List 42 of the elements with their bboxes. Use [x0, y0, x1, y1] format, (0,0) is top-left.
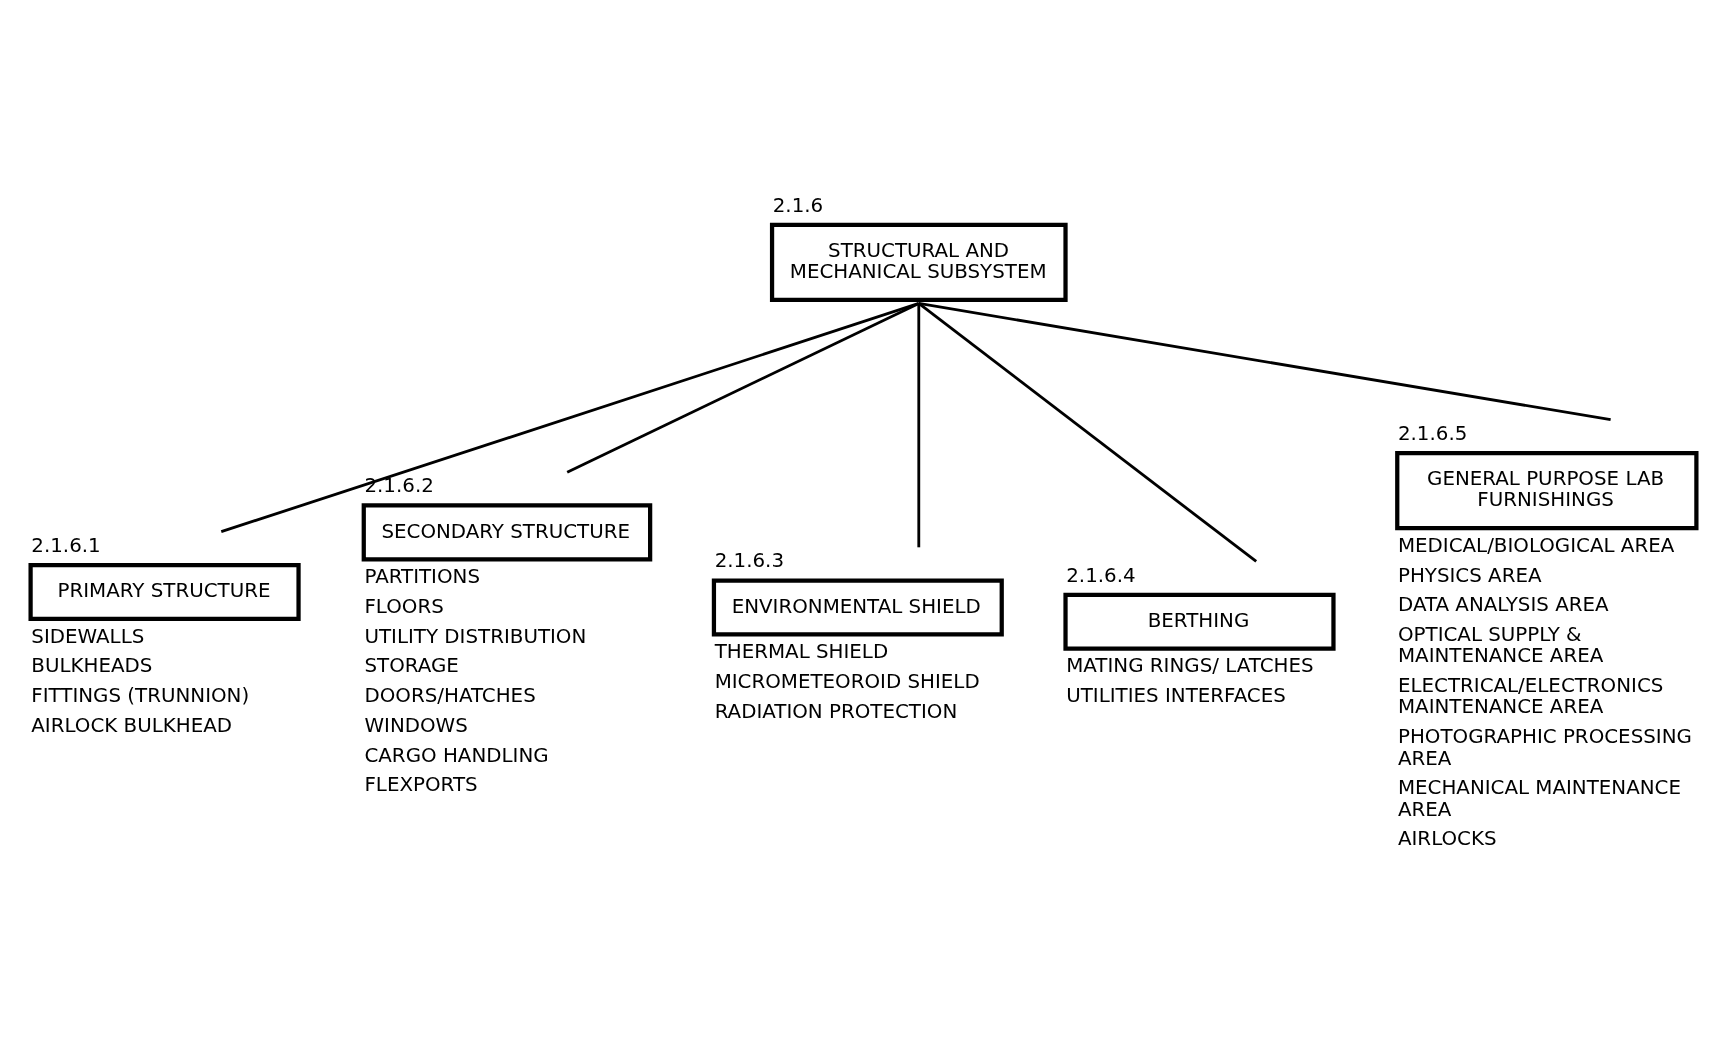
node-label: AIRLOCK BULKHEAD: [31, 713, 233, 737]
node-label: WINDOWS: [364, 713, 468, 737]
connector: [918, 302, 1611, 422]
node-box: STRUCTURAL AND MECHANICAL SUBSYSTEM: [769, 222, 1068, 303]
node-label: PHOTOGRAPHIC PROCESSING AREA: [1397, 725, 1692, 770]
node-label: FLEXPORTS: [364, 773, 478, 797]
node-box: SECONDARY STRUCTURE: [361, 503, 653, 562]
node-label: STORAGE: [364, 654, 459, 678]
node-label: MEDICAL/BIOLOGICAL AREA: [1397, 533, 1675, 557]
node-label: DATA ANALYSIS AREA: [1397, 593, 1609, 617]
node-label: FLOORS: [364, 594, 444, 618]
node-label: SIDEWALLS: [31, 624, 145, 648]
node-box: BERTHING: [1063, 592, 1336, 651]
node-label: MECHANICAL MAINTENANCE AREA: [1397, 776, 1681, 821]
node-box: PRIMARY STRUCTURE: [28, 562, 301, 622]
node-label: CARGO HANDLING: [364, 743, 549, 767]
node-label: 2.1.6.3: [714, 549, 785, 573]
connector: [220, 302, 920, 534]
node-label: 2.1.6.2: [364, 474, 434, 498]
node-label: FITTINGS (TRUNNION): [31, 684, 250, 708]
node-label: OPTICAL SUPPLY & MAINTENANCE AREA: [1397, 623, 1604, 668]
connector: [917, 302, 1258, 563]
connector: [917, 303, 921, 548]
node-label: MATING RINGS/ LATCHES: [1066, 654, 1314, 678]
node-label: DOORS/HATCHES: [364, 684, 536, 708]
node-label: UTILITY DISTRIBUTION: [364, 624, 587, 648]
node-label: BULKHEADS: [31, 654, 153, 678]
node-label: ELECTRICAL/ELECTRONICS MAINTENANCE AREA: [1397, 674, 1664, 719]
node-label: RADIATION PROTECTION: [714, 699, 958, 723]
node-label: THERMAL SHIELD: [714, 640, 889, 664]
node-label: 2.1.6.5: [1397, 421, 1468, 445]
node-label: 2.1.6.4: [1066, 563, 1136, 587]
node-label: MICROMETEOROID SHIELD: [714, 669, 980, 693]
node-label: 2.1.6.1: [31, 533, 101, 557]
node-box: ENVIRONMENTAL SHIELD: [711, 578, 1004, 637]
node-label: AIRLOCKS: [1397, 827, 1497, 851]
node-label: PARTITIONS: [364, 565, 480, 589]
node-label: PHYSICS AREA: [1397, 563, 1542, 587]
node-label: UTILITIES INTERFACES: [1066, 684, 1286, 708]
node-label: 2.1.6: [772, 193, 824, 217]
connector: [566, 302, 920, 474]
node-box: GENERAL PURPOSE LAB FURNISHINGS: [1395, 450, 1699, 531]
